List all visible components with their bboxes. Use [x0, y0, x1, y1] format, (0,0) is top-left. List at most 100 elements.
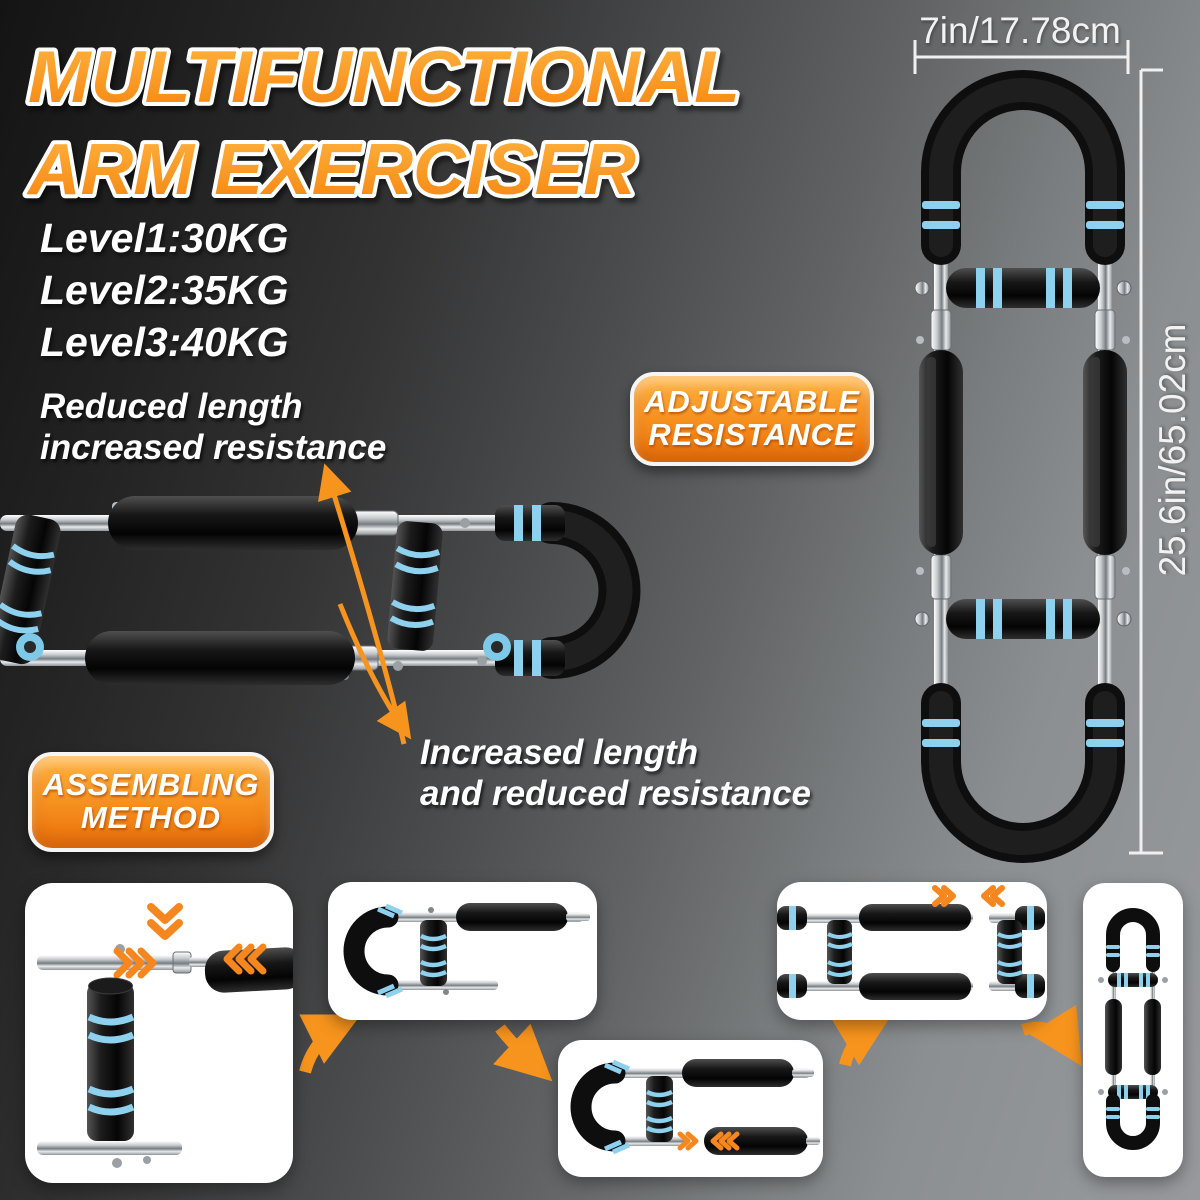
long-foam-grip-left — [919, 350, 963, 555]
blue-stripe — [1146, 1115, 1160, 1119]
screw-pin — [1122, 336, 1130, 344]
screw-pin — [460, 518, 470, 528]
assembly-step-5-illustration — [1098, 908, 1168, 1150]
long-foam-grip-right — [1144, 999, 1161, 1075]
long-foam-grip-top — [682, 1059, 794, 1087]
blue-stripe — [1146, 953, 1160, 957]
annotation-reduced-length: Reduced length increased resistance — [40, 386, 386, 468]
resistance-levels: Level1:30KG Level2:35KG Level3:40KG — [40, 212, 288, 368]
blue-stripe — [532, 640, 541, 676]
u-curve-handle — [343, 906, 399, 996]
blue-stripe — [1086, 719, 1124, 727]
locking-pin — [1162, 1089, 1168, 1095]
annotation-reduced-line2: increased resistance — [40, 428, 387, 467]
width-dimension-label: 7in/17.78cm — [919, 10, 1121, 51]
level-2: Level2:35KG — [40, 267, 289, 313]
foam-sleeve — [495, 505, 565, 541]
tube — [37, 1141, 182, 1155]
crossbar-grip-top — [946, 268, 1100, 308]
vertical-grip-left — [827, 920, 853, 984]
badge-assembling-line1: ASSEMBLING — [42, 767, 260, 803]
flow-arrow-step3-step4 — [830, 1013, 893, 1067]
blue-stripe — [384, 903, 404, 916]
blue-stripe — [603, 1062, 623, 1075]
adjustable-resistance-badge: ADJUSTABLE RESISTANCE — [630, 372, 874, 466]
blue-stripe — [376, 906, 396, 919]
assembly-step-4-illustration — [777, 885, 1045, 1000]
title-line-2: ARM EXERCISER — [26, 130, 636, 210]
long-foam-grip-bottom — [85, 631, 355, 685]
chevrons-down — [147, 903, 183, 940]
long-foam-grip-bottom — [859, 973, 971, 1000]
assembly-step-3-panel — [558, 1040, 823, 1177]
blue-stripe — [1106, 945, 1120, 949]
blue-stripe — [1106, 1115, 1120, 1119]
blue-stripe — [1146, 1107, 1160, 1111]
screw-pin — [443, 989, 449, 995]
blue-stripe — [922, 201, 960, 209]
locking-pin — [1098, 977, 1104, 983]
level-1: Level1:30KG — [40, 215, 289, 261]
long-foam-grip-top — [108, 496, 358, 550]
tube-joint — [930, 554, 952, 600]
arm-exerciser-vertical-view — [914, 70, 1132, 863]
assembly-step-4-panel — [777, 882, 1047, 1020]
long-foam-grip-right — [1083, 350, 1127, 555]
locking-pin — [1116, 611, 1132, 627]
top-u-handle — [1106, 908, 1160, 972]
assembly-step-2-panel — [328, 882, 597, 1020]
tube-stub — [566, 913, 590, 921]
assembly-step-2-illustration — [343, 903, 590, 999]
annotation-reduced-line1: Reduced length — [40, 387, 303, 426]
blue-stripe — [1086, 221, 1124, 229]
assembly-step-1-illustration — [37, 903, 293, 1168]
vertical-grip — [645, 1076, 673, 1142]
blue-stripe — [376, 983, 396, 996]
chevrons-right — [677, 1131, 699, 1151]
screw-pin — [112, 1158, 122, 1168]
long-foam-grip — [456, 903, 568, 931]
blue-stripe — [532, 505, 541, 541]
screw-pin — [143, 1156, 151, 1164]
locking-pin — [1116, 280, 1132, 296]
screw-pin — [393, 661, 403, 671]
blue-stripe — [514, 640, 523, 676]
middle-vertical-grip — [387, 521, 443, 651]
badge-assembling-line2: METHOD — [80, 800, 222, 835]
blue-stripe — [1146, 945, 1160, 949]
assembling-method-badge: ASSEMBLING METHOD — [28, 752, 274, 852]
locking-pin — [914, 280, 930, 296]
arm-exerciser-horizontal-view — [0, 496, 641, 685]
badge-adjustable-line2: RESISTANCE — [648, 417, 856, 452]
assembly-step-5-panel — [1083, 883, 1183, 1177]
annotation-increased-length: Increased length and reduced resistance — [420, 732, 811, 814]
vertical-grip-right — [997, 920, 1023, 984]
title-line-1: MULTIFUNCTIONAL — [28, 37, 740, 118]
chevrons-right — [113, 947, 157, 979]
blue-stripe — [1106, 1107, 1120, 1111]
screw-pin — [428, 907, 434, 913]
badge-adjustable-line1: ADJUSTABLE — [643, 384, 861, 420]
level-3: Level3:40KG — [40, 319, 289, 365]
blue-stripe — [514, 505, 523, 541]
page-title: MULTIFUNCTIONAL ARM EXERCISER — [22, 33, 744, 214]
u-curve-handle — [570, 1062, 626, 1152]
chevrons-left — [981, 885, 1005, 907]
annotation-increased-line2: and reduced resistance — [420, 774, 811, 813]
cut-foam-ends — [777, 906, 1045, 998]
blue-stripe — [1086, 201, 1124, 209]
tube-stub — [806, 1137, 820, 1145]
blue-stripe — [922, 221, 960, 229]
screw-pin — [1122, 567, 1130, 575]
tube-collar — [172, 951, 192, 974]
flow-arrow-step2-step3 — [493, 1023, 553, 1082]
crossbar-grip-bottom — [946, 599, 1100, 639]
long-foam-grip-left — [1105, 999, 1122, 1075]
foam-sleeve — [495, 640, 565, 676]
tube-joint — [1094, 309, 1116, 351]
blue-stripe — [384, 986, 404, 999]
blue-stripe — [922, 739, 960, 747]
long-foam-grip-top — [859, 904, 971, 931]
locking-pin — [914, 611, 930, 627]
